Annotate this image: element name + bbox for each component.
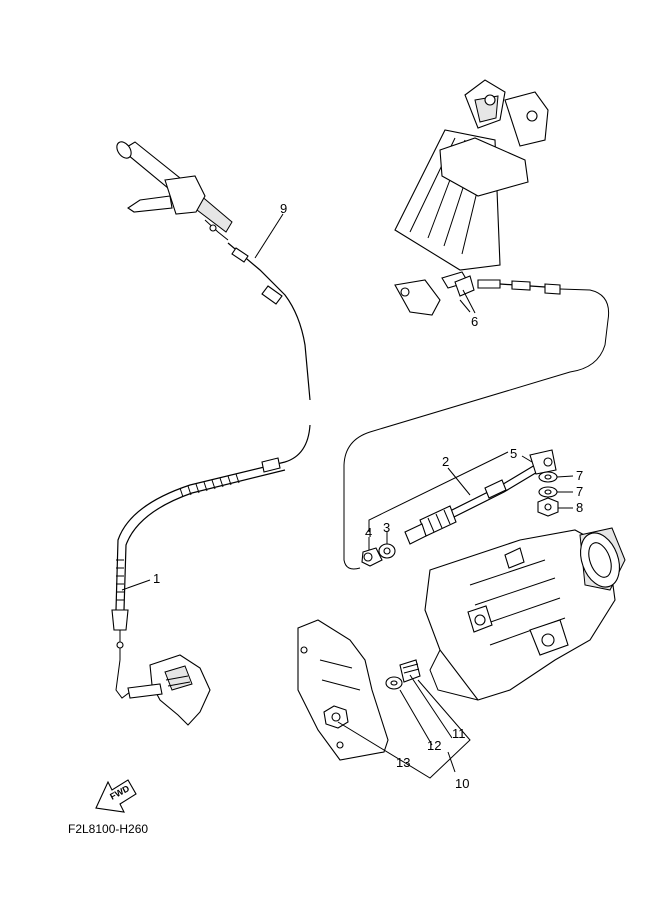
fwd-arrow-icon: FWD: [95, 779, 137, 813]
callout-5: 5: [510, 446, 517, 461]
steering-cable-loop: [343, 279, 610, 570]
callout-10: 10: [455, 776, 469, 791]
callout-3: 3: [383, 520, 390, 535]
cable-2-assembly: [361, 449, 557, 567]
callout-12: 12: [427, 738, 441, 753]
callout-1: 1: [153, 571, 160, 586]
diagram-code: F2L8100-H260: [68, 822, 148, 836]
handlebar-throttle-assembly: [116, 141, 233, 241]
callout-4: 4: [365, 525, 372, 540]
jet-nozzle-assembly: [394, 79, 549, 316]
throttle-housing: [127, 654, 211, 726]
cable-1-main: [111, 457, 286, 699]
callout-2: 2: [442, 454, 449, 469]
callout-11: 11: [452, 726, 466, 741]
cable-upper: [227, 242, 311, 463]
callout-labels: 1 2 3 4 5 6 7 7 8 9 10 11 12 13: [153, 201, 583, 791]
jet-pump-housing: [424, 527, 626, 701]
callout-7b: 7: [576, 484, 583, 499]
washers-and-nut: [537, 471, 559, 517]
mounting-bracket: [297, 619, 421, 761]
leader-lines: [121, 213, 574, 779]
callout-7a: 7: [576, 468, 583, 483]
callout-13: 13: [396, 755, 410, 770]
callout-6: 6: [471, 314, 478, 329]
callout-9: 9: [280, 201, 287, 216]
callout-8: 8: [576, 500, 583, 515]
